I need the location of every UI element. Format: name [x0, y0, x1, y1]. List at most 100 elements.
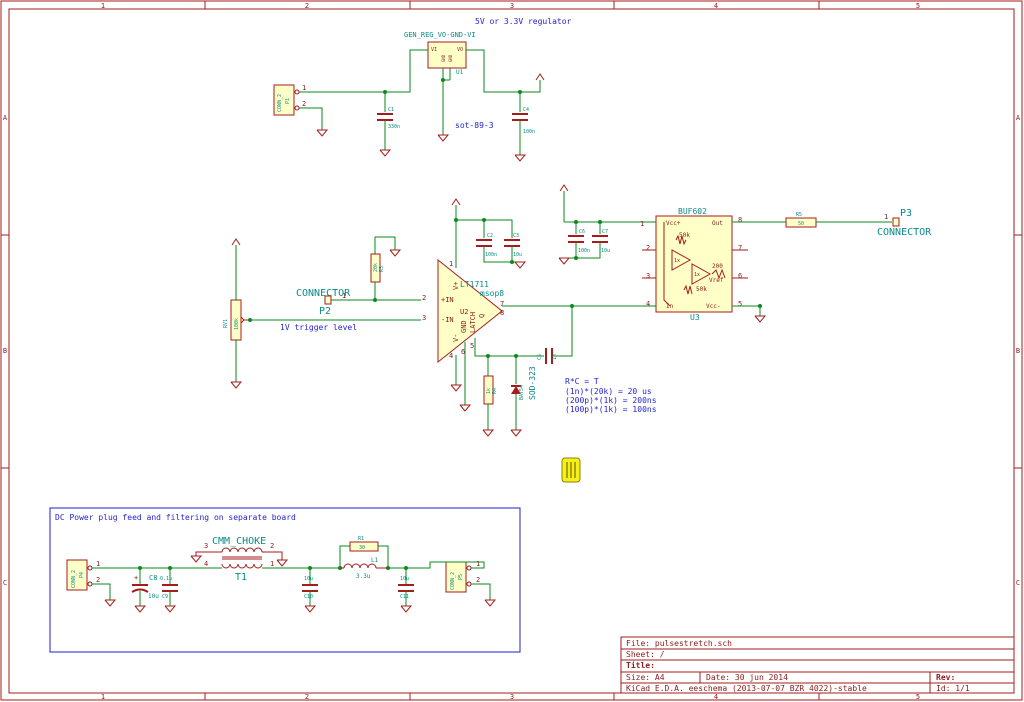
u2-value: LT1711	[460, 280, 489, 289]
svg-text:1: 1	[476, 560, 480, 568]
p2-body[interactable]	[324, 295, 332, 305]
r5-ref: R5	[796, 212, 802, 218]
tb-title: Title:	[626, 660, 655, 670]
frame-col-3: 3	[510, 2, 514, 10]
c2-ref: C2	[487, 233, 493, 239]
c1-capacitor[interactable]	[377, 113, 393, 150]
svg-text:8: 8	[738, 216, 742, 224]
c4-value: 100n	[523, 129, 535, 135]
c6-capacitor[interactable]	[568, 235, 584, 243]
c11-ref: C11	[400, 594, 409, 600]
p1-pin1: 1	[302, 84, 306, 92]
svg-text:2: 2	[422, 294, 426, 302]
c9-capacitor[interactable]	[162, 568, 178, 606]
tb-size: Size: A4	[626, 673, 665, 682]
u1-body[interactable]	[427, 41, 467, 69]
u2-pin-latch: LATCH	[469, 312, 477, 333]
u1-pin-gnd2: GND	[448, 54, 453, 62]
frame-row-a: A	[3, 114, 8, 122]
r4-value: 1k	[486, 388, 492, 394]
c11-value: 10u	[400, 576, 409, 582]
c4-ref: C4	[523, 107, 529, 113]
rv1-value: 100k	[234, 318, 240, 330]
c10-value: 10u	[304, 576, 313, 582]
p5-ref: P5	[458, 574, 464, 580]
u3-r200: 200	[712, 263, 723, 270]
c11-capacitor[interactable]	[398, 568, 414, 606]
c5-ref: C5	[537, 354, 543, 360]
svg-text:3: 3	[422, 314, 426, 322]
tb-date: Date: 30 jun 2014	[706, 673, 788, 682]
svg-text:6: 6	[461, 348, 465, 356]
c3-capacitor[interactable]	[504, 239, 520, 247]
svg-text:6: 6	[738, 272, 742, 280]
frame-row-c: C	[3, 579, 7, 587]
gnd-symbol	[134, 605, 147, 613]
frame-row-b: B	[3, 347, 7, 355]
u2-package: msop8	[480, 289, 504, 298]
p3-body[interactable]	[892, 217, 900, 227]
r1-ref: R1	[358, 536, 364, 542]
t1-ref: T1	[235, 572, 247, 583]
svg-text:1: 1	[884, 213, 888, 221]
tb-file: File: pulsestretch.sch	[626, 639, 732, 648]
u3-buffer-2	[691, 263, 712, 285]
frame-col-5-bottom: 5	[916, 693, 920, 701]
svg-text:8: 8	[500, 309, 504, 317]
p5-value: CONN_2	[450, 572, 456, 590]
svg-text:5: 5	[470, 342, 474, 350]
gnd-symbol	[514, 261, 527, 269]
p2-ref: P2	[319, 306, 331, 317]
u2-pin-vplus: V+	[452, 282, 460, 290]
svg-text:3: 3	[646, 272, 650, 280]
svg-text:1: 1	[270, 560, 274, 568]
title-block: File: pulsestretch.sch Sheet: / Title: S…	[620, 636, 1015, 694]
frame-col-3-bottom: 3	[510, 693, 514, 701]
r4-ref: R4	[492, 388, 498, 394]
frame-row-c-right: C	[1016, 579, 1020, 587]
c3-ref: C3	[513, 233, 519, 239]
c2-capacitor[interactable]	[476, 239, 492, 247]
u2-body[interactable]	[437, 258, 503, 364]
gnd-symbol	[484, 599, 497, 607]
gnd-symbol	[400, 605, 413, 613]
d1-diode[interactable]	[511, 385, 521, 394]
l1-inductor[interactable]	[343, 563, 377, 569]
u1-ref: U1	[456, 69, 464, 76]
t1-value: CMM_CHOKE	[212, 536, 266, 547]
regulator-title: 5V or 3.3V regulator	[475, 17, 572, 26]
t1-choke[interactable]	[221, 547, 263, 569]
u2-pin-gnd: GND	[460, 320, 468, 333]
d1-ref: SOD-323	[528, 366, 537, 400]
u3-body[interactable]	[655, 215, 733, 313]
p1-pin2: 2	[302, 100, 306, 108]
frame-row-b-right: B	[1016, 347, 1020, 355]
u2-pin-vminus: V-	[452, 334, 460, 342]
rc-eq-1: (1n)*(20k) = 20 us	[565, 387, 652, 396]
gnd-symbol	[514, 154, 527, 162]
u2-ref-inner: U2	[460, 308, 468, 316]
gnd-symbol	[510, 429, 523, 437]
c8-capacitor[interactable]	[131, 568, 149, 606]
p1-body[interactable]	[273, 84, 295, 116]
p2-value: CONNECTOR	[296, 288, 351, 299]
c10-capacitor[interactable]	[302, 568, 318, 606]
tb-sheet: Sheet: /	[626, 650, 665, 659]
trigger-level-note: 1V trigger level	[280, 323, 357, 332]
c1-ref: C1	[388, 107, 394, 113]
r3-value: 20k	[373, 263, 379, 272]
vcc-symbol	[231, 238, 241, 246]
c7-ref: C7	[602, 229, 608, 235]
c7-capacitor[interactable]	[592, 235, 608, 243]
vcc-symbol	[535, 73, 545, 81]
p4-value: CONN_2	[71, 570, 77, 588]
gnd-symbol	[316, 129, 329, 137]
c9-ref: C9	[162, 594, 168, 600]
p4-body[interactable]	[66, 559, 88, 591]
frame-col-1: 1	[101, 2, 105, 10]
u1-pin-vi: VI	[431, 47, 437, 53]
c4-capacitor[interactable]	[512, 113, 528, 155]
rc-eq-2: (200p)*(1k) = 200ns	[565, 396, 657, 405]
